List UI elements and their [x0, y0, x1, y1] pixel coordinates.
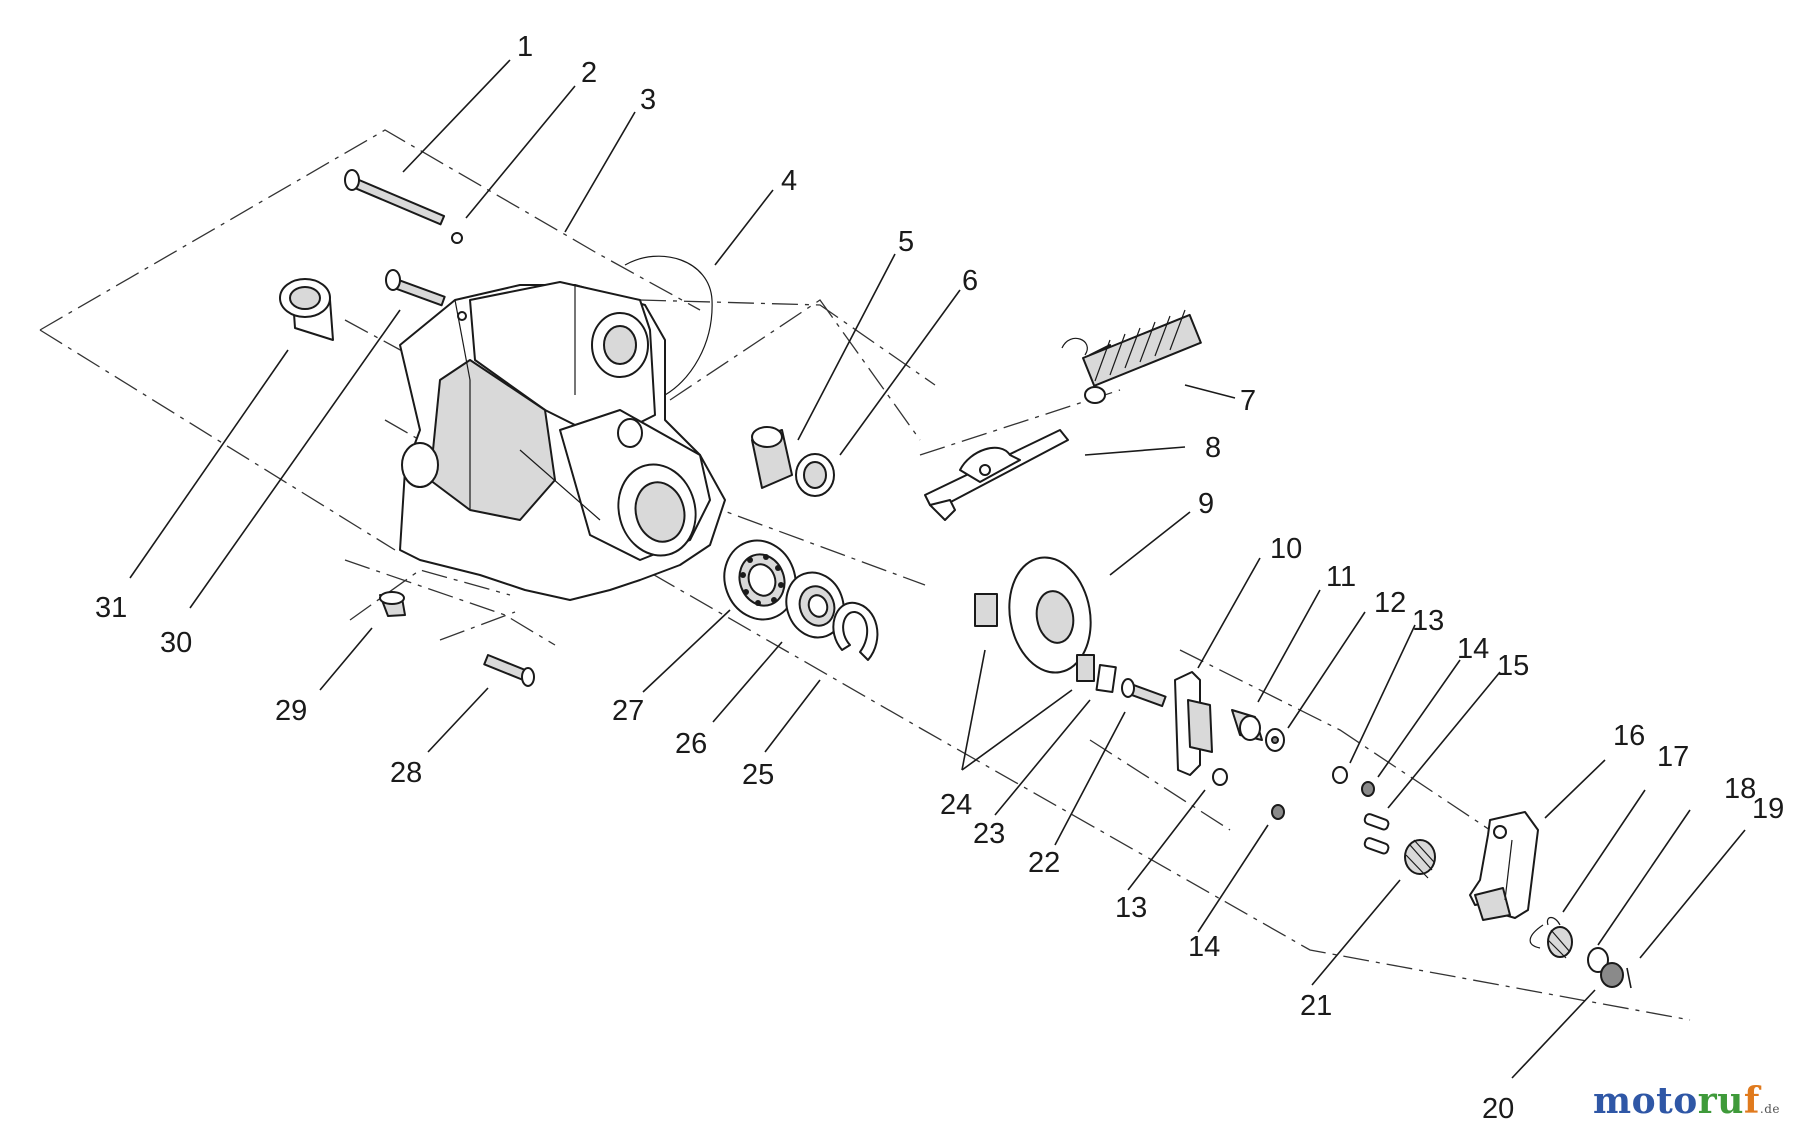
callout-7: 7 — [1240, 385, 1256, 417]
brand-word-part3: f — [1743, 1080, 1760, 1122]
callout-19: 19 — [1752, 793, 1784, 825]
callout-29: 29 — [275, 695, 307, 727]
washer-12 — [1265, 728, 1285, 752]
callout-1: 1 — [517, 31, 533, 63]
callout-13: 13 — [1412, 605, 1444, 637]
washer-13a — [1332, 766, 1348, 784]
callout-14-lower: 14 — [1188, 931, 1220, 963]
washer-13b — [1212, 768, 1228, 786]
gear-housing — [399, 281, 726, 601]
screw-22 — [1121, 678, 1167, 708]
callout-3: 3 — [640, 84, 656, 116]
extension-spring-7 — [1061, 309, 1202, 404]
lever-10 — [1174, 671, 1213, 776]
callout-22: 22 — [1028, 847, 1060, 879]
spring-17 — [1529, 916, 1573, 959]
pin-15a — [1363, 813, 1390, 831]
callout-20: 20 — [1482, 1093, 1514, 1125]
washer-18 — [1587, 947, 1609, 973]
callout-31: 31 — [95, 592, 127, 624]
callout-6: 6 — [962, 265, 978, 297]
needle-bearing-5 — [751, 426, 793, 489]
brand-watermark: motoruf.de — [1593, 1080, 1780, 1122]
callout-17: 17 — [1657, 741, 1689, 773]
callout-30: 30 — [160, 627, 192, 659]
callout-26: 26 — [675, 728, 707, 760]
callout-2: 2 — [581, 57, 597, 89]
callout-28: 28 — [390, 757, 422, 789]
callout-12: 12 — [1374, 587, 1406, 619]
ball-bearing-27 — [723, 539, 797, 621]
assembly-phantom-lines — [39, 129, 1691, 1021]
nut-14b — [1271, 804, 1285, 820]
brand-word-part1: moto — [1593, 1080, 1698, 1122]
friction-disc-9 — [1008, 556, 1092, 674]
callout-8: 8 — [1205, 432, 1221, 464]
seal-6 — [795, 453, 835, 497]
screw-28 — [483, 654, 535, 687]
torsion-spring-21 — [1404, 839, 1436, 879]
callout-10: 10 — [1270, 533, 1302, 565]
gasket-4 — [624, 255, 713, 396]
nut-20 — [1600, 962, 1624, 988]
callout-21: 21 — [1300, 990, 1332, 1022]
screw-long-1 — [344, 169, 446, 226]
snap-ring-25 — [832, 601, 879, 661]
bushing-31 — [279, 278, 334, 341]
pad-24a — [974, 593, 998, 627]
callout-5: 5 — [898, 226, 914, 258]
callout-16: 16 — [1613, 720, 1645, 752]
callout-24: 24 — [940, 789, 972, 821]
screw-30 — [385, 269, 446, 307]
bearing-26 — [785, 571, 845, 639]
callout-4: 4 — [781, 165, 797, 197]
callout-11: 11 — [1326, 561, 1356, 593]
washer-30 — [457, 311, 467, 321]
callout-27: 27 — [612, 695, 644, 727]
pawl-arm-16 — [1469, 811, 1539, 921]
washer-2 — [451, 232, 463, 244]
brand-tld: .de — [1759, 1102, 1780, 1116]
callout-23: 23 — [973, 818, 1005, 850]
pad-24b — [1076, 654, 1095, 682]
bracket-8 — [924, 429, 1069, 521]
roller-11 — [1231, 709, 1263, 741]
callout-25: 25 — [742, 759, 774, 791]
brand-word-part2: ru — [1697, 1080, 1744, 1122]
callout-labels: 1 2 3 4 5 6 7 8 9 10 11 12 13 14 15 16 1… — [95, 31, 1784, 1125]
cotter-pin-19 — [1626, 967, 1632, 989]
leader-lines — [129, 59, 1746, 1079]
callout-9: 9 — [1198, 488, 1214, 520]
nut-14a — [1361, 781, 1375, 797]
pin-15b — [1363, 837, 1390, 855]
callout-14: 14 — [1457, 633, 1489, 665]
callout-13-lower: 13 — [1115, 892, 1147, 924]
callout-15: 15 — [1497, 650, 1529, 682]
shim-23 — [1095, 664, 1117, 693]
plug-29 — [379, 591, 406, 617]
callout-18: 18 — [1724, 773, 1756, 805]
